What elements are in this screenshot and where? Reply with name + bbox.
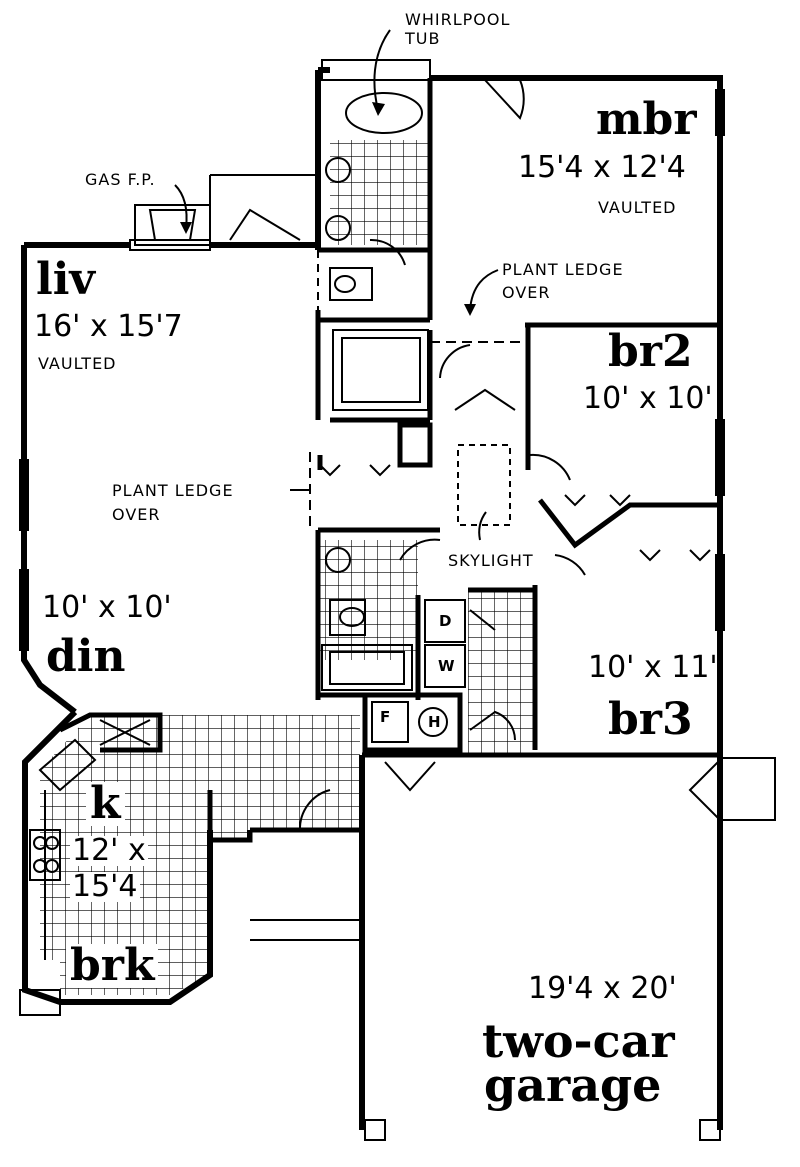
exterior-walls — [21, 67, 723, 1130]
mbr-size: 15'4 x 12'4 — [518, 150, 686, 185]
br2-size: 10' x 10' — [583, 381, 713, 416]
furnace-label: F — [380, 708, 391, 726]
washer-label: W — [438, 657, 455, 675]
interior-walls — [58, 78, 720, 843]
mbr-name: mbr — [596, 94, 697, 145]
kitchen-size-line2: 15'4 — [70, 869, 140, 904]
pointer-arrowheads — [180, 102, 476, 316]
br2-name: br2 — [608, 326, 693, 377]
kitchen-name: k — [86, 782, 125, 826]
gas-fireplace-label: GAS F.P. — [85, 170, 156, 189]
kitchen-size-line1: 12' x — [70, 833, 148, 868]
liv-name: liv — [36, 254, 95, 305]
garage-name-line1: two-car — [482, 1014, 675, 1068]
liv-vaulted: VAULTED — [38, 354, 117, 373]
din-size: 10' x 10' — [42, 590, 172, 625]
detail-lines — [19, 29, 776, 1141]
mbr-vaulted: VAULTED — [598, 198, 677, 217]
br3-name: br3 — [608, 694, 693, 745]
garage-size: 19'4 x 20' — [528, 971, 677, 1006]
liv-size: 16' x 15'7 — [34, 309, 183, 344]
din-name: din — [46, 631, 126, 682]
dryer-label: D — [439, 612, 452, 630]
water-heater-label: H — [428, 713, 441, 731]
skylight-label: SKYLIGHT — [448, 551, 534, 570]
plant-ledge-lower-label: PLANT LEDGE OVER — [112, 481, 234, 524]
br3-size: 10' x 11' — [588, 650, 718, 685]
brk-name: brk — [66, 944, 159, 988]
garage-name-line2: garage — [484, 1058, 662, 1112]
plant-ledge-upper-label: PLANT LEDGE OVER — [502, 260, 624, 302]
whirlpool-tub-label: WHIRLPOOL TUB — [405, 10, 511, 48]
